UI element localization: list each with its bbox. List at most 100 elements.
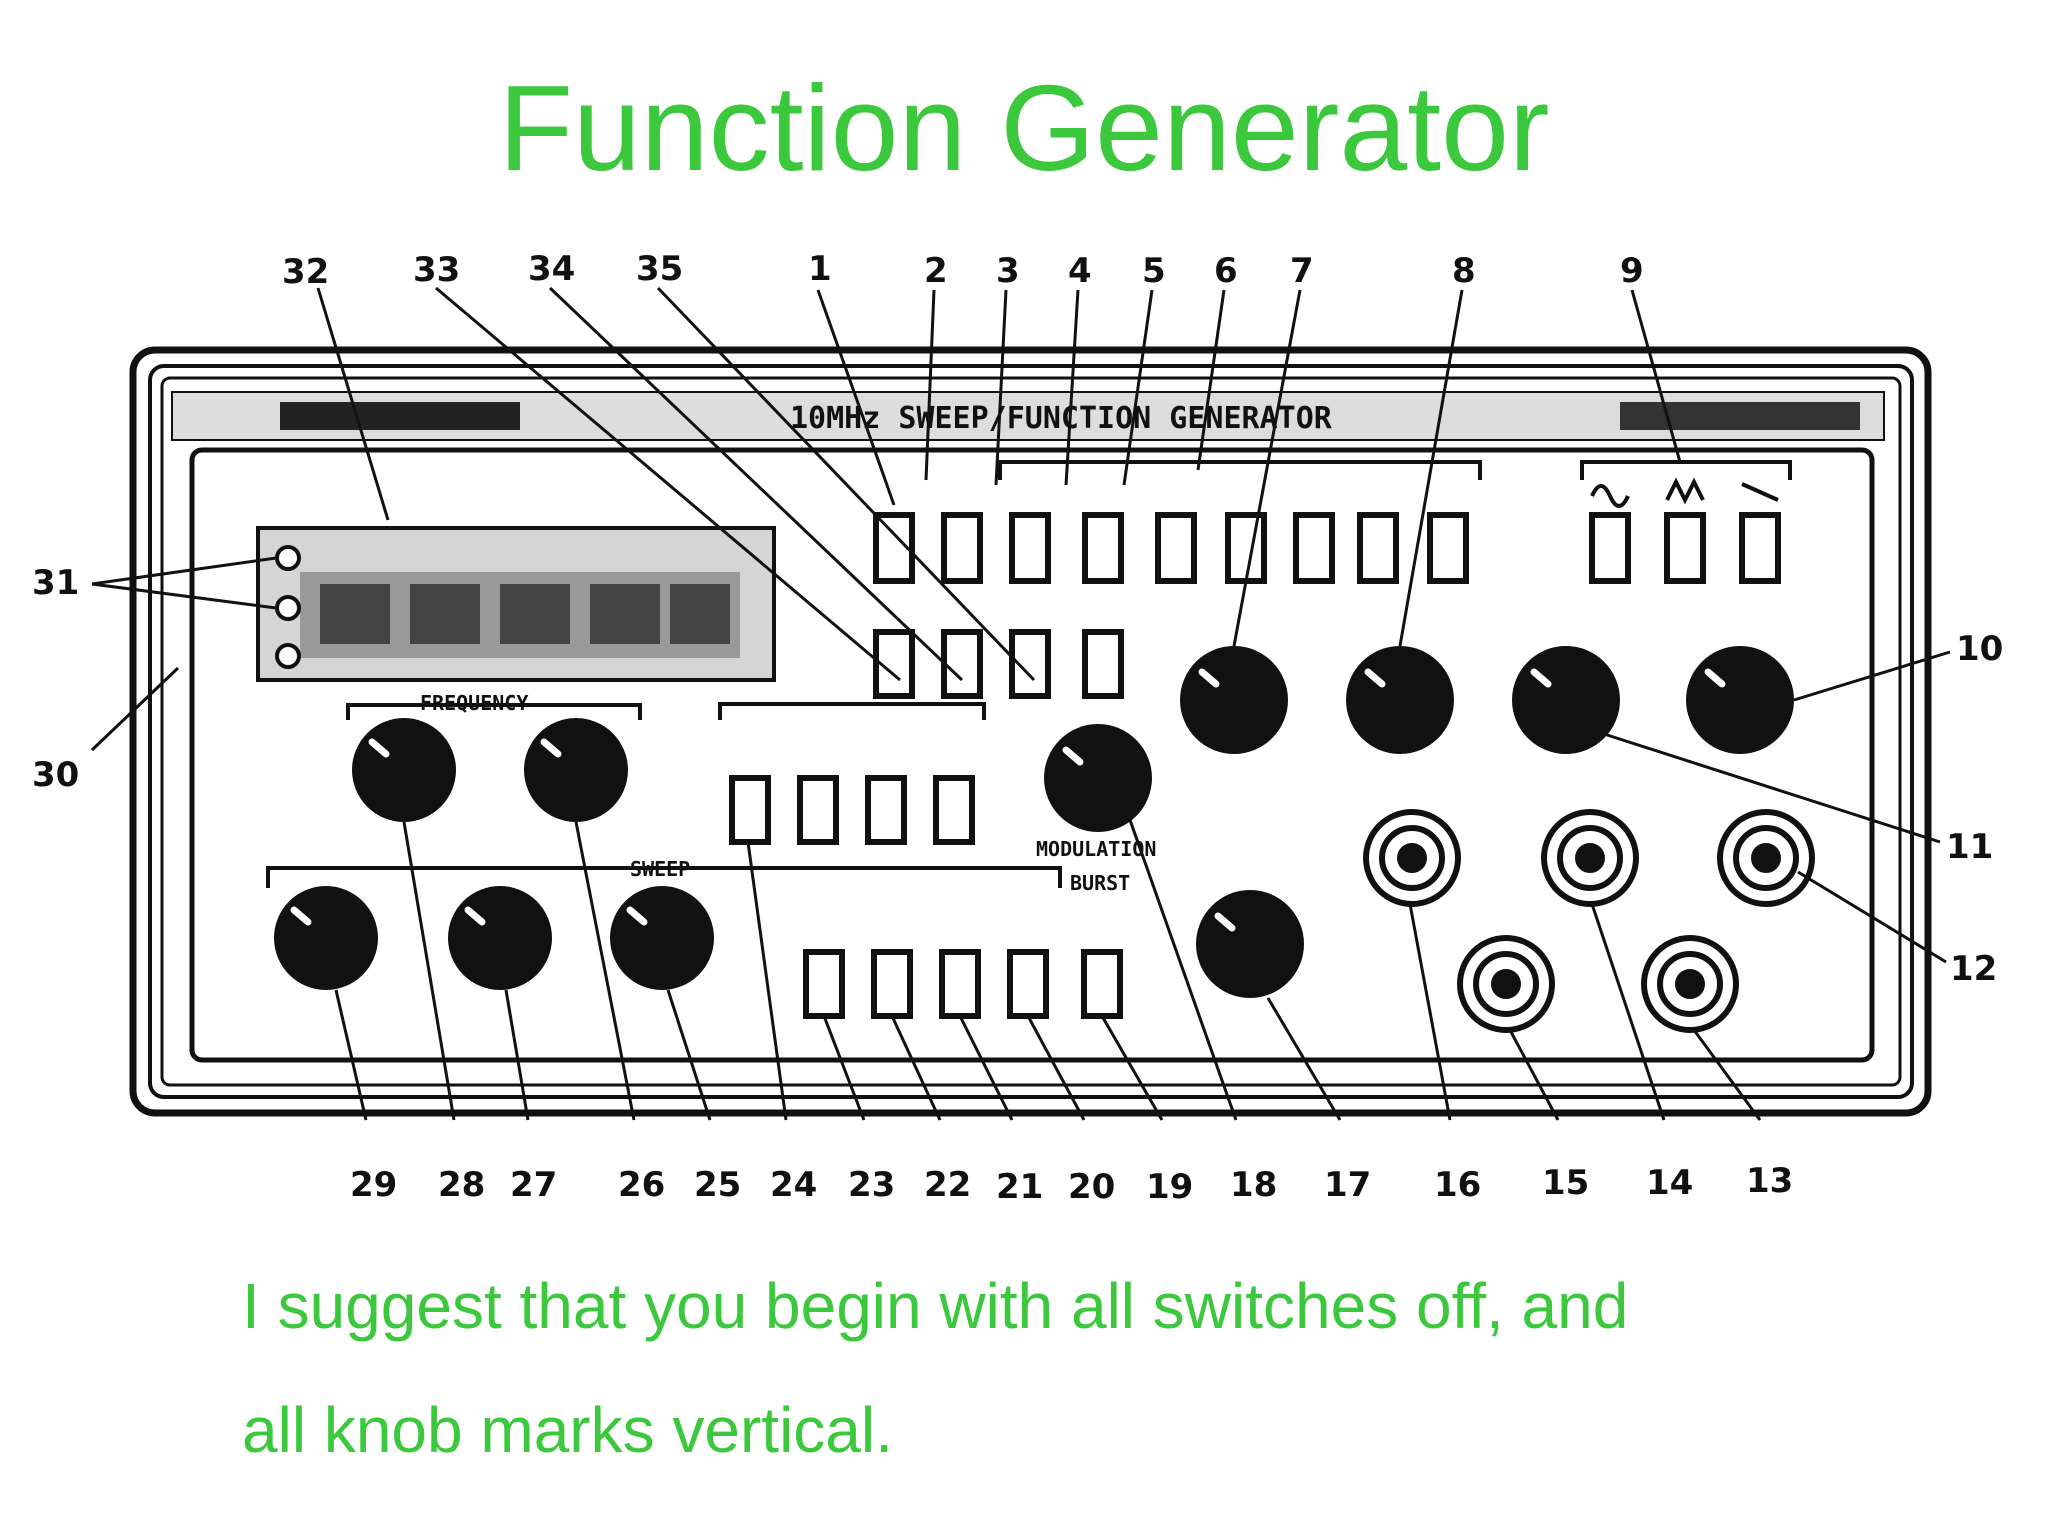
callout-1: 1 bbox=[808, 249, 832, 289]
switch-row-top bbox=[873, 512, 1781, 584]
bnc-14[interactable] bbox=[1541, 809, 1639, 907]
callout-7: 7 bbox=[1290, 251, 1314, 291]
leader-lines bbox=[90, 286, 1951, 1121]
switch-7b[interactable] bbox=[1427, 512, 1469, 584]
callout-24: 24 bbox=[770, 1165, 817, 1205]
knob-7[interactable] bbox=[1180, 646, 1288, 754]
switch-5[interactable] bbox=[1155, 512, 1197, 584]
caption-line-2: all knob marks vertical. bbox=[242, 1394, 893, 1466]
callout-26: 26 bbox=[618, 1165, 665, 1205]
switch-wave-sine[interactable] bbox=[1589, 512, 1631, 584]
callout-32: 32 bbox=[282, 252, 329, 292]
burst-switch-19[interactable] bbox=[1081, 949, 1123, 1019]
switch-row-sweep bbox=[803, 949, 1123, 1019]
callout-27: 27 bbox=[510, 1165, 557, 1205]
frequency-bracket: FREQUENCY bbox=[346, 691, 642, 720]
callout-13: 13 bbox=[1746, 1161, 1793, 1201]
knob-29[interactable] bbox=[274, 886, 378, 990]
knob-modulation[interactable] bbox=[1044, 724, 1152, 832]
mod-switch-3[interactable] bbox=[865, 775, 907, 845]
header-model-label: 10MHz SWEEP/FUNCTION GENERATOR bbox=[790, 401, 1333, 436]
callout-22: 22 bbox=[924, 1165, 971, 1205]
callout-9: 9 bbox=[1620, 251, 1644, 291]
sine-wave-icon bbox=[1590, 484, 1630, 508]
waveform-bracket bbox=[1580, 460, 1792, 480]
callout-16: 16 bbox=[1434, 1165, 1481, 1205]
callout-35: 35 bbox=[636, 249, 683, 289]
panel-header: 10MHz SWEEP/FUNCTION GENERATOR bbox=[171, 391, 1885, 441]
switch-wave-triangle[interactable] bbox=[1664, 512, 1706, 584]
callouts-top: 32 33 34 35 1 2 3 4 5 6 7 8 9 bbox=[282, 249, 1644, 292]
callout-30: 30 bbox=[32, 755, 79, 795]
callout-21: 21 bbox=[996, 1167, 1043, 1207]
callout-29: 29 bbox=[350, 1165, 397, 1205]
callouts-bottom: 29 28 27 26 25 24 23 22 21 20 19 18 17 1… bbox=[350, 1161, 1793, 1207]
sweep-switch-22[interactable] bbox=[871, 949, 913, 1019]
knob-11[interactable] bbox=[1512, 646, 1620, 754]
sweep-switch-23[interactable] bbox=[803, 949, 845, 1019]
switch-7a[interactable] bbox=[1357, 512, 1399, 584]
switch-6b[interactable] bbox=[1293, 512, 1335, 584]
switch-4[interactable] bbox=[1082, 512, 1124, 584]
callout-31: 31 bbox=[32, 563, 79, 603]
callouts-left: 31 30 bbox=[32, 563, 79, 795]
range-switch-3[interactable] bbox=[1009, 629, 1051, 699]
frequency-section-label: FREQUENCY bbox=[420, 691, 528, 715]
knob-marks bbox=[290, 668, 1726, 932]
switch-2[interactable] bbox=[941, 512, 983, 584]
callout-17: 17 bbox=[1324, 1165, 1371, 1205]
knob-27[interactable] bbox=[448, 886, 552, 990]
sweep-switch-20[interactable] bbox=[1007, 949, 1049, 1019]
triangle-wave-icon bbox=[1665, 477, 1705, 505]
slide-title: Function Generator bbox=[498, 60, 1550, 196]
ramp-wave-icon bbox=[1741, 482, 1779, 502]
sweep-section-label: SWEEP bbox=[630, 857, 690, 881]
callout-12: 12 bbox=[1950, 949, 1997, 989]
switch-6[interactable] bbox=[1225, 512, 1267, 584]
mod-switch-4[interactable] bbox=[933, 775, 975, 845]
knob-freq-coarse[interactable] bbox=[352, 718, 456, 822]
bnc-16[interactable] bbox=[1363, 809, 1461, 907]
bnc-15[interactable] bbox=[1457, 935, 1555, 1033]
switch-wave-square[interactable] bbox=[1739, 512, 1781, 584]
callout-25: 25 bbox=[694, 1165, 741, 1205]
callout-23: 23 bbox=[848, 1165, 895, 1205]
indicator-leds bbox=[275, 545, 301, 669]
knob-8[interactable] bbox=[1346, 646, 1454, 754]
switch-row-modulation bbox=[729, 775, 975, 845]
instrument-case bbox=[129, 346, 1932, 1117]
callout-33: 33 bbox=[413, 250, 460, 290]
callout-18: 18 bbox=[1230, 1165, 1277, 1205]
callout-8: 8 bbox=[1452, 251, 1476, 291]
range-switch-4[interactable] bbox=[1082, 629, 1124, 699]
switch-row-range bbox=[873, 629, 1124, 699]
callout-6: 6 bbox=[1214, 251, 1238, 291]
bnc-12[interactable] bbox=[1717, 809, 1815, 907]
callout-14: 14 bbox=[1646, 1163, 1693, 1203]
waveform-icons bbox=[1590, 477, 1779, 508]
callout-2: 2 bbox=[924, 251, 948, 291]
function-bracket bbox=[998, 460, 1482, 480]
burst-section-label: BURST bbox=[1070, 871, 1130, 895]
callout-34: 34 bbox=[528, 249, 575, 289]
sweep-bracket: SWEEP BURST bbox=[266, 857, 1130, 895]
mod-switch-1[interactable] bbox=[729, 775, 771, 845]
callout-10: 10 bbox=[1956, 629, 2003, 669]
knob-10[interactable] bbox=[1686, 646, 1794, 754]
frequency-display bbox=[256, 526, 776, 682]
range-switch-2[interactable] bbox=[941, 629, 983, 699]
bnc-13[interactable] bbox=[1641, 935, 1739, 1033]
callout-3: 3 bbox=[996, 251, 1020, 291]
caption-line-1: I suggest that you begin with all switch… bbox=[242, 1270, 1629, 1342]
switch-3[interactable] bbox=[1009, 512, 1051, 584]
sweep-switch-21[interactable] bbox=[939, 949, 981, 1019]
callouts-right: 10 11 12 bbox=[1946, 629, 2003, 989]
callout-20: 20 bbox=[1068, 1167, 1115, 1207]
mod-switch-2[interactable] bbox=[797, 775, 839, 845]
knob-freq-fine[interactable] bbox=[524, 718, 628, 822]
knob-17[interactable] bbox=[1196, 890, 1304, 998]
knob-25[interactable] bbox=[610, 886, 714, 990]
modulation-bracket bbox=[718, 702, 986, 720]
callout-19: 19 bbox=[1146, 1167, 1193, 1207]
